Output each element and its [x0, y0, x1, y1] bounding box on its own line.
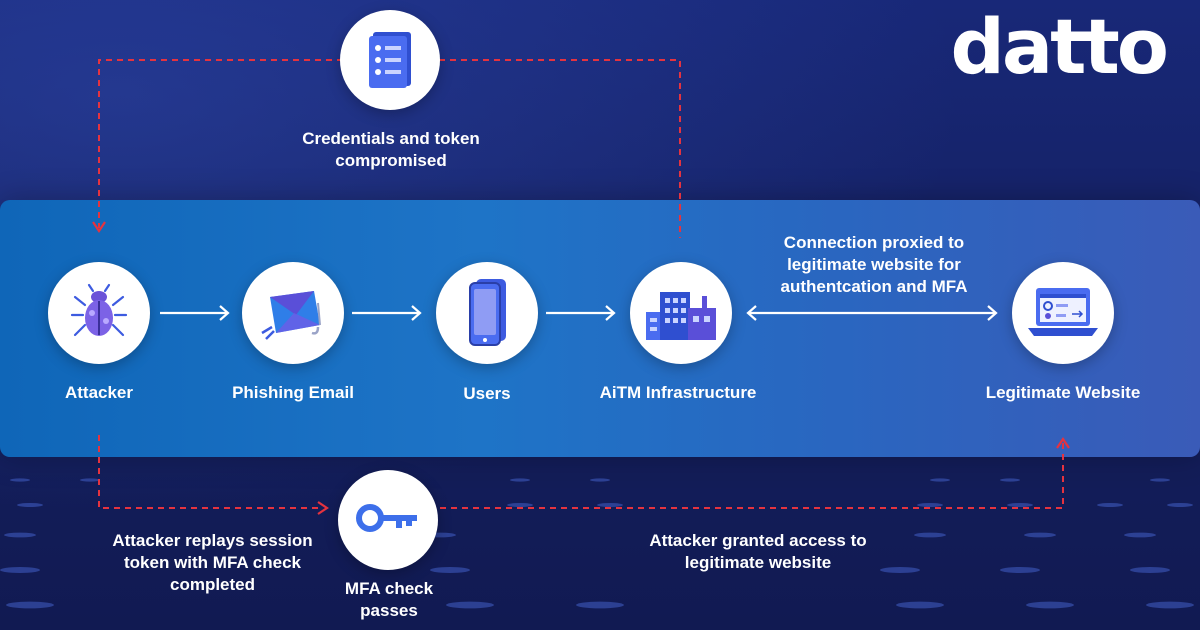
checklist-document-icon — [369, 32, 411, 88]
key-icon — [356, 504, 417, 532]
dashed-arrowhead-mfa — [317, 501, 329, 515]
dashed-path-granted — [440, 442, 1064, 509]
access-granted-annotation: Attacker granted access to legitimate we… — [649, 531, 867, 572]
flow-band — [0, 200, 1200, 457]
datto-logo: datto — [950, 2, 1169, 91]
attacker-node — [48, 262, 150, 364]
laptop-dashboard-icon — [1028, 288, 1098, 336]
arrow-users-to-aitm — [546, 305, 616, 321]
arrow-aitm-to-website — [746, 305, 998, 321]
attacker-replays-annotation: Attacker replays session token with MFA … — [112, 531, 313, 594]
floor-dot-pattern — [0, 478, 1194, 609]
dashed-path-credentials-left — [98, 59, 343, 228]
arrow-attacker-to-phishing — [160, 305, 230, 321]
connection-proxied-annotation: Connection proxied to legitimate website… — [780, 233, 968, 296]
users-node — [436, 262, 538, 364]
phishing-email-label: Phishing Email — [232, 383, 354, 402]
buildings-icon — [646, 292, 716, 340]
dashed-arrowhead-website — [1056, 437, 1070, 449]
arrow-phishing-to-users — [352, 305, 422, 321]
credentials-label: Credentials and token compromised — [302, 129, 480, 170]
envelope-hook-icon — [261, 291, 321, 340]
mfa-check-node — [338, 470, 438, 570]
phishing-email-node — [242, 262, 344, 364]
legitimate-website-label: Legitimate Website — [985, 383, 1141, 402]
bug-icon — [70, 283, 128, 337]
smartphone-icon — [469, 279, 506, 346]
legitimate-website-node — [1012, 262, 1114, 364]
dashed-path-replay — [98, 435, 318, 509]
dashed-path-credentials-right — [439, 59, 681, 238]
aitm-infrastructure-label: AiTM Infrastructure — [599, 383, 757, 402]
aitm-infrastructure-node — [630, 262, 732, 364]
credentials-node — [340, 10, 440, 110]
dashed-arrowhead-attacker — [92, 221, 106, 233]
users-label: Users — [463, 384, 511, 403]
mfa-check-label: MFA check passes — [344, 579, 434, 620]
attacker-label: Attacker — [64, 383, 134, 402]
